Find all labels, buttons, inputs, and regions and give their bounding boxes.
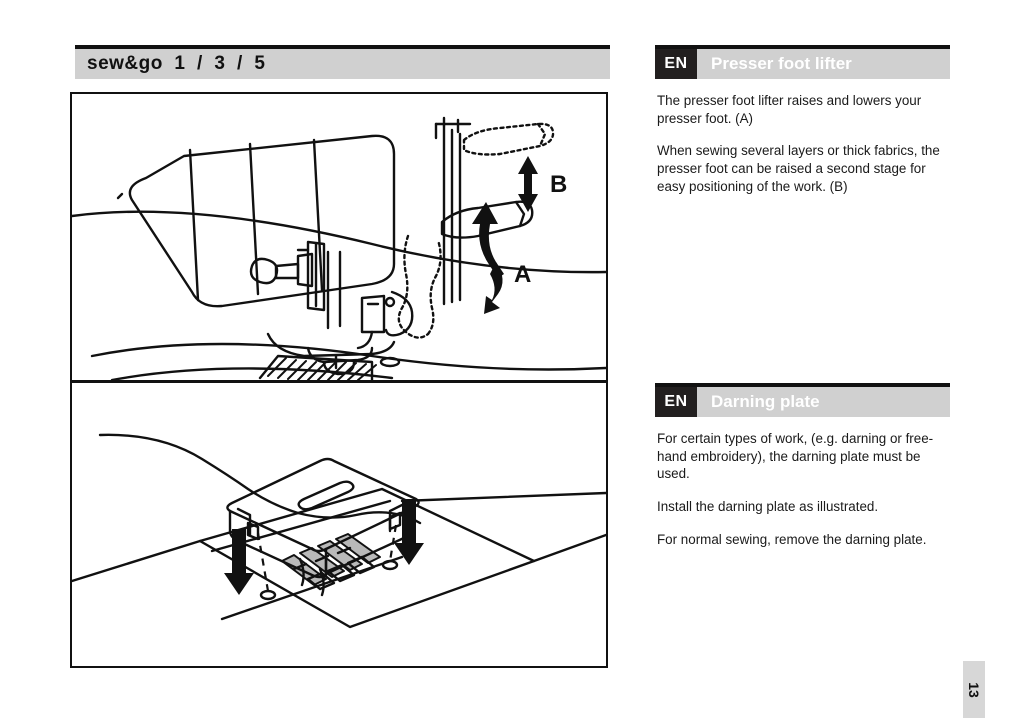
hole-left [259,589,277,601]
section-1-header: EN Presser foot lifter [655,49,950,79]
brand-band: sew&go 1 / 3 / 5 [75,49,610,79]
section-2-body: For certain types of work, (e.g. darning… [657,430,953,548]
brand-title: sew&go 1 / 3 / 5 [87,53,266,74]
section-1-paragraph-1: The presser foot lifter raises and lower… [657,93,922,126]
section-2-paragraph-3: For normal sewing, remove the darning pl… [657,531,927,547]
arrow-a [472,202,504,314]
brand-top-rule [75,45,610,49]
language-badge-en: EN [655,49,697,79]
page-number: 13 [965,681,982,698]
section-2-paragraph-2: Install the darning plate as illustrated… [657,499,879,515]
section-2-top-rule [655,383,950,387]
label-a: A [514,261,531,288]
section-1-top-rule [655,45,950,49]
section-1-paragraph-2: When sewing several layers or thick fabr… [657,143,940,194]
illustration-darning-plate [72,383,606,666]
section-2-title: Darning plate [711,392,820,411]
alignment-line-left [256,532,270,592]
hole-right [381,559,399,571]
section-2-paragraph-1: For certain types of work, (e.g. darning… [657,431,934,482]
section-2-header: EN Darning plate [655,387,950,417]
alignment-line-right [388,524,398,562]
section-1-body: The presser foot lifter raises and lower… [657,92,953,195]
arrow-down-right [394,499,424,565]
illustration-presser-foot-lifter: B A [72,94,606,380]
language-badge-en: EN [655,387,697,417]
page-number-tab: 13 [963,661,985,718]
label-b: B [550,171,567,198]
section-1-title: Presser foot lifter [711,54,852,73]
illustration-divider [70,380,608,383]
arrow-down-left [224,529,254,595]
arrow-b [518,156,538,212]
